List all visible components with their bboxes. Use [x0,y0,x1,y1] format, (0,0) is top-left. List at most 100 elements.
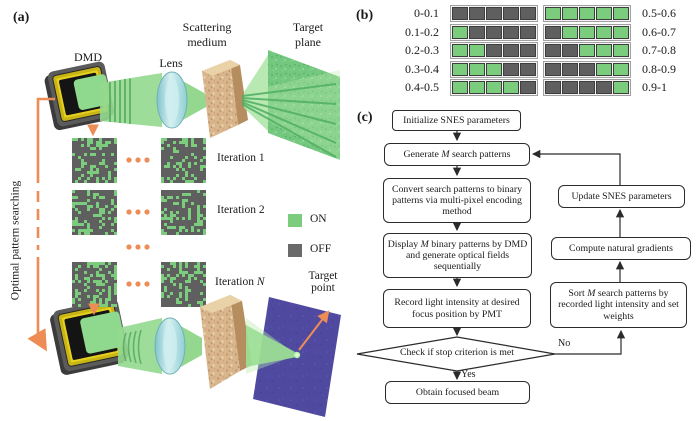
cell-strip [543,60,631,78]
target-point-line2: point [311,282,335,294]
table-row: 0.7-0.8 [543,42,676,60]
dmd-device-top [46,60,116,128]
range-label: 0.2-0.3 [405,43,439,58]
cell-strip [450,23,538,41]
dmd-label: DMD [73,50,102,64]
flow-box-obtain: Obtain focused beam [385,381,530,404]
dmd-body [46,60,116,128]
range-label: 0.5-0.6 [642,6,676,21]
flow-box-sort: Sort M search patterns by recorded light… [550,282,687,328]
table-row: 0.8-0.9 [543,60,676,78]
target-plane-top [268,50,340,160]
beam-bottom [118,318,202,374]
panel-a-label: (a) [13,10,30,25]
target-plane-bottom [253,297,341,417]
speckle-rays [241,83,337,158]
table-row: 0.1-0.2 [391,23,538,41]
lens-top [156,71,188,129]
iteration-n-prefix: Iteration [215,276,257,288]
range-label: 0.8-0.9 [642,61,676,76]
binary-pattern-iter1-b [161,138,206,183]
binary-pattern-iter2-a [72,190,117,235]
binary-pattern-iterN-b [161,262,206,307]
range-label: 0.9-1 [642,80,667,95]
beam-fan-bright [244,52,270,133]
range-label: 0.7-0.8 [642,43,676,58]
flow-box-generate: Generate M search patterns [384,143,530,166]
iteration-2-label: Iteration 2 [217,204,265,216]
lens-bottom [154,317,186,375]
legend-on-label: ON [310,213,327,225]
table-row: 0.3-0.4 [391,60,538,78]
dmd-body [52,297,130,373]
focus-beam [246,325,297,367]
target-plane-label: Target plane [278,20,338,50]
focus-point [293,351,301,359]
optimal-pattern-searching-label: Optimal pattern searching [9,180,22,301]
target-plane-line2: plane [295,35,321,49]
dmd-mirror-area [58,72,112,116]
scattering-line1: Scattering [182,20,232,34]
range-label: 0.6-0.7 [642,24,676,39]
iteration-1-label: Iteration 1 [217,152,265,164]
binary-pattern-iter2-b [161,190,206,235]
flow-box-update: Update SNES parameters [558,185,685,208]
legend-off-label: OFF [310,243,332,255]
dmd-illuminated-window [79,311,127,355]
scattering-medium-top [202,60,248,138]
table-row: 0.5-0.6 [543,5,676,23]
cell-strip [450,5,538,23]
table-row: 0.2-0.3 [391,42,538,60]
range-label: 0.4-0.5 [405,80,439,95]
binary-pattern-iter1-a [72,138,117,183]
flow-box-convert: Convert search patterns to binary patter… [383,178,531,223]
table-row: 0.6-0.7 [543,23,676,41]
flow-box-initialize: Initialize SNES parameters [392,110,521,131]
legend-on-swatch [288,214,302,227]
ellipsis-dots [126,157,150,287]
cell-strip [450,60,538,78]
range-label: 0.3-0.4 [405,61,439,76]
dmd-device-bottom [52,297,130,373]
dmd-illuminated-window [72,73,112,111]
beam-top [100,73,206,127]
cell-strip [543,42,631,60]
flow-box-display: Display M binary patterns by DMD and gen… [383,233,532,278]
target-plane-line1: Target [292,20,324,34]
panel-b-label: (b) [356,8,374,23]
cell-strip [543,79,631,97]
cell-strip [543,23,631,41]
table-row: 0-0.1 [391,5,538,23]
dmd-frame [57,302,127,368]
legend-off-swatch [288,244,302,257]
dmd-mirror-area [64,309,127,361]
flow-box-record: Record light intensity at desired focus … [383,289,531,328]
target-point-label: Target point [295,270,351,294]
scattering-medium-bottom [200,295,252,389]
encoding-table-left: 0-0.1 0.1-0.2 0.2-0.3 0.3-0.4 0.4-0.5 [391,5,538,97]
scattering-medium-label: Scattering medium [175,20,239,50]
range-label: 0.1-0.2 [405,24,439,39]
table-row: 0.4-0.5 [391,79,538,97]
encoding-table-right: 0.5-0.6 0.6-0.7 0.7-0.8 0.8-0.9 0.9-1 [543,5,676,97]
panel-c-label: (c) [357,110,373,125]
beam-fan-across-plane [244,70,340,160]
flow-box-compute: Compute natural gradients [551,237,691,260]
iteration-n-label: Iteration N [215,276,265,288]
iteration-n-variable: N [256,276,265,288]
dmd-frame [51,65,112,123]
table-row: 0.9-1 [543,79,676,97]
focus-point-core [295,353,299,357]
range-label: 0-0.1 [414,6,439,21]
cell-strip [450,42,538,60]
cell-strip [543,5,631,23]
no-label: No [558,338,571,349]
target-point-line1: Target [308,270,338,282]
flow-decision-label: Check if stop criterion is met [400,347,514,358]
lens-label: Lens [159,56,183,70]
yes-label: Yes [461,369,476,380]
binary-pattern-iterN-a [72,262,117,307]
arrow-target-point [298,310,330,351]
focus-beam-faint [246,318,297,374]
